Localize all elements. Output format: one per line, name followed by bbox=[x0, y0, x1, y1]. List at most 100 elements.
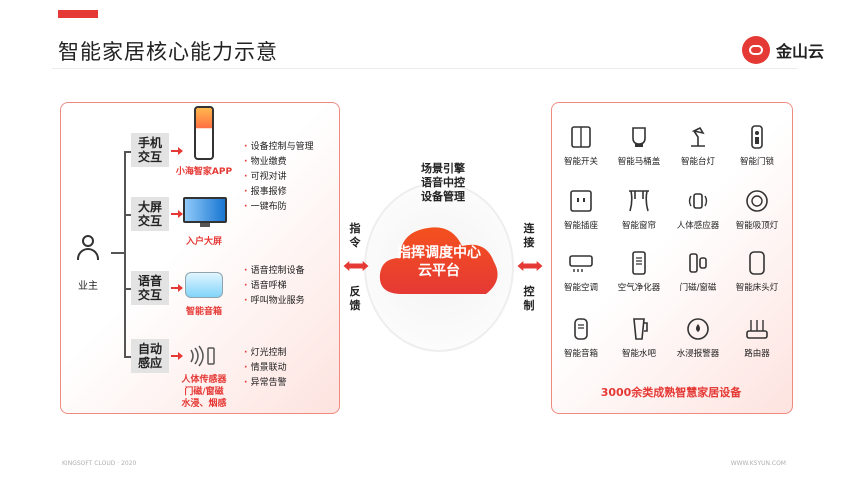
device-item: 门磁/窗磁 bbox=[670, 250, 726, 293]
control-label: 控制 bbox=[523, 285, 535, 312]
mode-sensor-label: 自动 感应 bbox=[131, 339, 169, 373]
arrow-icon bbox=[171, 284, 183, 292]
device-label: 智能台灯 bbox=[680, 157, 715, 167]
mode-phone-label: 手机 交互 bbox=[131, 133, 169, 167]
service-item: 设备管理 bbox=[421, 190, 465, 203]
device-item: 智能床头灯 bbox=[729, 250, 785, 293]
sensor-icon bbox=[190, 345, 215, 367]
tv-stand bbox=[200, 223, 210, 227]
page-title: 智能家居核心能力示意 bbox=[58, 40, 278, 64]
feature-item: 呼叫物业服务 bbox=[244, 294, 305, 309]
smart-speaker-icon bbox=[185, 272, 223, 298]
toilet-icon bbox=[626, 124, 652, 150]
phone-feature-list: 设备控制与管理 物业缴费 可视对讲 报事报修 一键布防 bbox=[244, 140, 314, 215]
platform-services: 场景引擎 语音中控 设备管理 bbox=[408, 162, 478, 204]
device-item: 空气净化器 bbox=[611, 250, 667, 293]
device-item: 人体感应器 bbox=[670, 188, 726, 231]
footer-right: WWW.KSYUN.COM bbox=[730, 460, 786, 467]
command-label: 指令 bbox=[349, 222, 361, 249]
mode-screen-label: 大屏 交互 bbox=[131, 197, 169, 231]
connect-label: 连接 bbox=[523, 222, 535, 249]
feature-item: 语音呼梯 bbox=[244, 279, 305, 294]
device-label: 智能音箱 bbox=[563, 349, 598, 359]
company-logo: 金山云 bbox=[742, 36, 824, 64]
device-label-app: 小海智家APP bbox=[175, 167, 233, 177]
cloud-platform-title: 指挥调度中心 云平台 bbox=[386, 244, 492, 280]
house-user-icon bbox=[75, 235, 101, 267]
double-arrow-icon bbox=[343, 261, 369, 271]
curtain-icon bbox=[626, 188, 652, 214]
arrow-icon bbox=[171, 352, 183, 360]
desk-lamp-icon bbox=[685, 124, 711, 150]
device-label: 智能床头灯 bbox=[735, 283, 779, 293]
water-alarm-icon bbox=[685, 316, 711, 342]
tree-branch bbox=[124, 214, 133, 216]
device-label: 路由器 bbox=[744, 349, 770, 359]
sensor-feature-list: 灯光控制 情景联动 异常告警 bbox=[244, 346, 287, 391]
arrow-icon bbox=[171, 210, 183, 218]
feature-item: 设备控制与管理 bbox=[244, 140, 314, 155]
device-label-speaker: 智能音箱 bbox=[185, 307, 222, 317]
device-label: 智能水吧 bbox=[621, 349, 656, 359]
feature-item: 灯光控制 bbox=[244, 346, 287, 361]
device-label: 智能门锁 bbox=[739, 157, 774, 167]
bedside-lamp-icon bbox=[744, 250, 770, 276]
device-item: 智能马桶盖 bbox=[611, 124, 667, 167]
feature-item: 情景联动 bbox=[244, 361, 287, 376]
mode-voice-label: 语音 交互 bbox=[131, 271, 169, 305]
device-label: 人体感应器 bbox=[676, 221, 720, 231]
owner-node: 业主 bbox=[70, 235, 106, 292]
device-label: 智能窗帘 bbox=[621, 221, 656, 231]
footer-left: KINGSOFT CLOUD · 2020 bbox=[62, 460, 137, 467]
door-sensor-icon bbox=[685, 250, 711, 276]
cloud-logo-icon bbox=[742, 36, 770, 64]
ceiling-light-icon bbox=[744, 188, 770, 214]
device-item: 智能音箱 bbox=[553, 316, 609, 359]
device-item: 智能门锁 bbox=[729, 124, 785, 167]
smartphone-icon bbox=[194, 106, 214, 160]
device-item: 路由器 bbox=[729, 316, 785, 359]
motion-sensor-icon bbox=[685, 188, 711, 214]
voice-feature-list: 语音控制设备 语音呼梯 呼叫物业服务 bbox=[244, 264, 305, 309]
device-label: 智能空调 bbox=[563, 283, 598, 293]
speaker-icon bbox=[568, 316, 594, 342]
device-item: 智能开关 bbox=[553, 124, 609, 167]
logo-text: 金山云 bbox=[776, 42, 825, 61]
device-item: 智能水吧 bbox=[611, 316, 667, 359]
feature-item: 报事报修 bbox=[244, 185, 314, 200]
service-item: 场景引擎 bbox=[421, 162, 465, 175]
device-label-screen: 入户大屏 bbox=[185, 237, 222, 247]
cloud-line: 云平台 bbox=[418, 263, 460, 279]
device-label: 智能开关 bbox=[563, 157, 598, 167]
cloud-icon bbox=[379, 227, 498, 294]
water-bar-icon bbox=[626, 316, 652, 342]
double-arrow-icon bbox=[517, 261, 543, 271]
device-label: 智能吸顶灯 bbox=[735, 221, 779, 231]
door-lock-icon bbox=[744, 124, 770, 150]
device-label-sensors: 人体传感器 门磁/窗磁 水浸、烟感 bbox=[181, 375, 227, 409]
arrow-icon bbox=[171, 147, 183, 155]
device-item: 智能空调 bbox=[553, 250, 609, 293]
tv-screen-icon bbox=[183, 197, 227, 223]
device-label: 水浸报警器 bbox=[676, 349, 720, 359]
feature-item: 语音控制设备 bbox=[244, 264, 305, 279]
device-item: 智能插座 bbox=[553, 188, 609, 231]
router-icon bbox=[744, 316, 770, 342]
switch-icon bbox=[568, 124, 594, 150]
feature-item: 物业缴费 bbox=[244, 155, 314, 170]
tree-branch bbox=[124, 151, 133, 153]
tree-connector bbox=[111, 252, 124, 254]
air-conditioner-icon bbox=[568, 250, 594, 276]
feedback-label: 反馈 bbox=[349, 285, 361, 312]
tree-branch bbox=[124, 288, 133, 290]
device-count-caption: 3000余类成熟智慧家居设备 bbox=[600, 386, 742, 399]
device-label: 空气净化器 bbox=[617, 283, 661, 293]
device-item: 智能台灯 bbox=[670, 124, 726, 167]
owner-label: 业主 bbox=[78, 281, 98, 292]
tree-branch bbox=[124, 356, 133, 358]
tree-trunk bbox=[124, 151, 126, 356]
device-label: 智能马桶盖 bbox=[617, 157, 661, 167]
device-label: 智能插座 bbox=[563, 221, 598, 231]
socket-icon bbox=[568, 188, 594, 214]
cloud-line: 指挥调度中心 bbox=[397, 245, 481, 261]
